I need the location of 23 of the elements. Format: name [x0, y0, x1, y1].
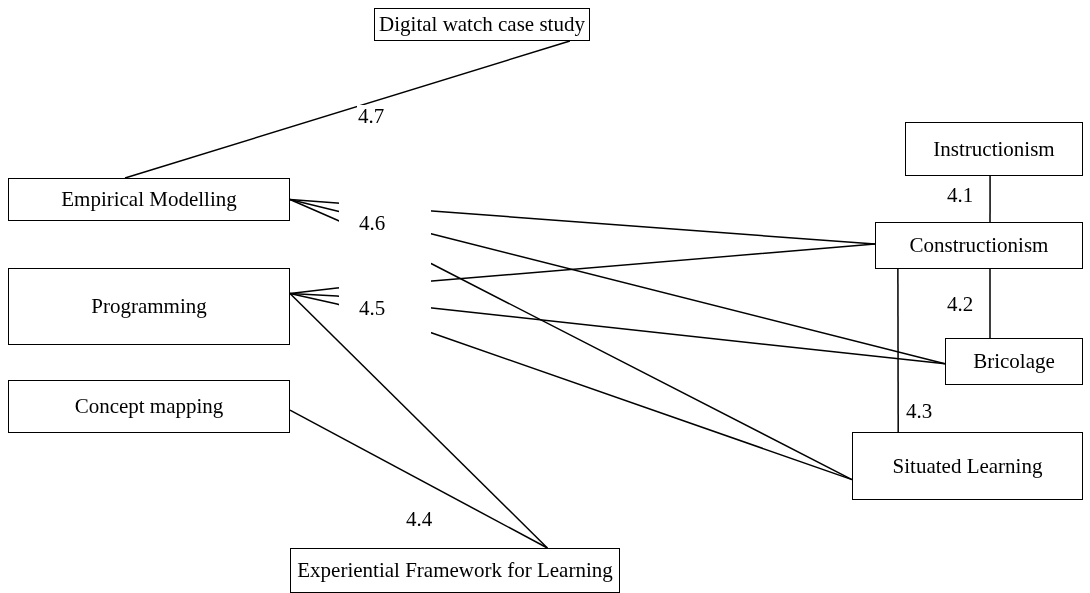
connector-line: [289, 409, 549, 549]
connector-line: [989, 175, 991, 223]
box-label: Bricolage: [973, 349, 1055, 374]
box-label: Instructionism: [933, 136, 1055, 162]
box-label: Digital watch case study: [379, 12, 585, 37]
connector-line: [289, 292, 549, 549]
concept-box: [852, 432, 1083, 500]
concept-box: [905, 122, 1083, 176]
box-label: Situated Learning: [892, 453, 1043, 479]
box-label: Concept mapping: [74, 394, 224, 419]
concept-box: [8, 178, 290, 221]
concept-box: [875, 222, 1083, 269]
connector-line: [897, 268, 899, 433]
concept-box: [8, 268, 290, 345]
connector-line: [989, 268, 991, 339]
concept-box: [290, 548, 620, 593]
concept-box: [945, 338, 1083, 385]
box-label: Empirical Modelling: [61, 187, 237, 212]
concept-box: [8, 380, 290, 433]
connector-line: [124, 40, 571, 179]
box-label: Experiential Framework for Learning: [297, 558, 613, 583]
box-label: Programming: [91, 294, 207, 319]
box-label: Constructionism: [909, 233, 1049, 258]
